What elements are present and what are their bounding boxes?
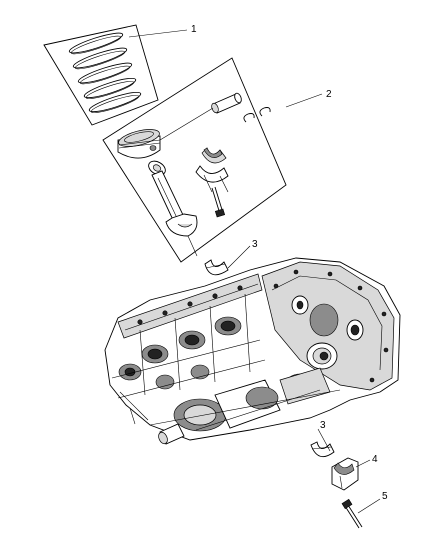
- engine-block: [104, 257, 401, 445]
- balance-shaft-end: [129, 407, 185, 445]
- callout-5: 5: [382, 491, 388, 502]
- main-bearing-shell: [204, 259, 229, 276]
- connecting-rod: [148, 160, 198, 237]
- piston-ring: [83, 77, 137, 99]
- main-bearing-cap: [331, 457, 359, 491]
- piston-ring: [68, 32, 124, 55]
- main-bearing-bolt: [341, 498, 363, 529]
- crankshaft-nose: [306, 342, 338, 370]
- piston-pin: [211, 92, 242, 114]
- piston-ring: [72, 47, 128, 70]
- timing-cover: [261, 261, 395, 391]
- callout-4: 4: [372, 454, 378, 465]
- callout-1: 1: [191, 24, 197, 35]
- piston: [117, 129, 161, 159]
- rod-bearing: [201, 147, 227, 164]
- piston-rod-assembly: [102, 57, 287, 263]
- rod-bolt: [211, 186, 226, 218]
- head-bolt-holes: [137, 285, 243, 325]
- pin-clip: [259, 107, 271, 117]
- callout-3-lower: 3: [320, 420, 326, 431]
- piston-ring: [77, 62, 133, 85]
- piston-ring: [88, 91, 142, 113]
- callout-2: 2: [326, 89, 332, 100]
- piston-rod-frame: [102, 57, 287, 263]
- callout-3-upper: 3: [252, 239, 258, 250]
- piston-ring-frame: [43, 24, 159, 126]
- crankshaft: [173, 367, 331, 432]
- rod-cap: [195, 165, 229, 193]
- leader-lines: [128, 29, 381, 514]
- piston-ring-set: [43, 24, 159, 126]
- pin-clip: [243, 113, 255, 123]
- main-bearing-shell: [310, 441, 335, 458]
- cylinder-bores: [118, 316, 242, 390]
